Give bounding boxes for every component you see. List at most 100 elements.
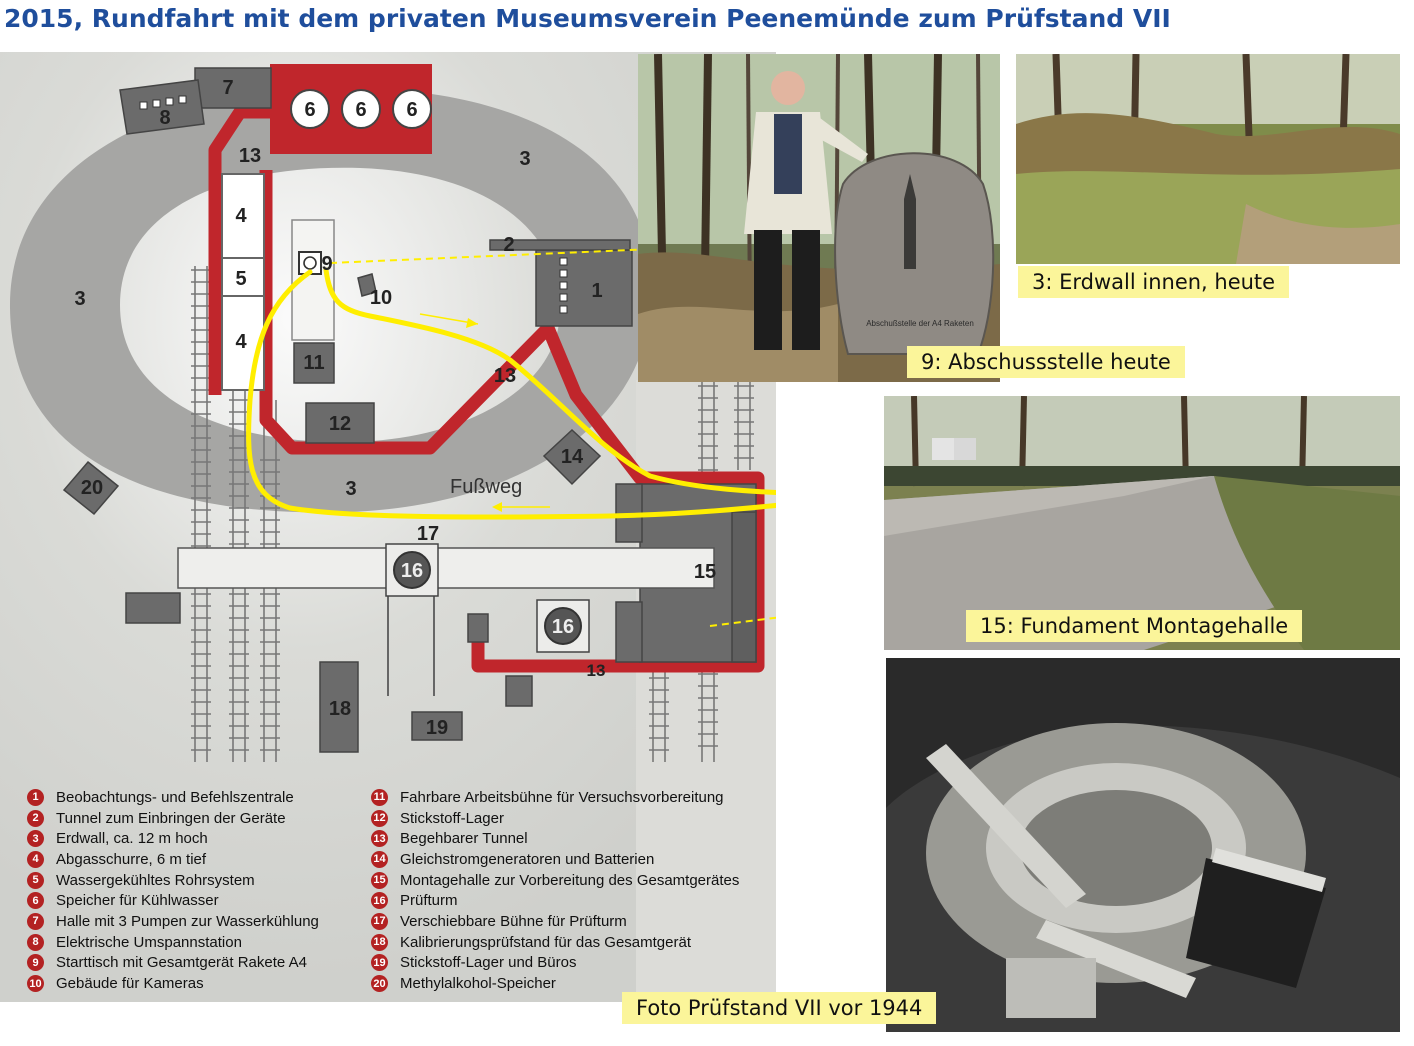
- legend-item-19: 19 Stickstoff-Lager und Büros: [371, 953, 739, 974]
- photo-aerial-1944: [886, 658, 1400, 1032]
- legend-number-badge: 20: [371, 975, 388, 993]
- water-tanks: [290, 89, 432, 129]
- legend-number-badge: 9: [27, 954, 44, 972]
- platform-track-17: [177, 547, 715, 589]
- caption-abschuss: 9: Abschussstelle heute: [907, 346, 1185, 378]
- legend-number-badge: 13: [371, 830, 388, 848]
- legend-item-text: Begehbarer Tunnel: [400, 830, 528, 848]
- legend-number-badge: 2: [27, 809, 44, 827]
- legend-item-15: 15 Montagehalle zur Vorbereitung des Gesa…: [371, 870, 739, 891]
- label-5: 5: [235, 268, 246, 290]
- legend-item-text: Montagehalle zur Vorbereitung des Gesamt…: [400, 871, 740, 889]
- legend-item-12: 12 Stickstoff-Lager: [371, 808, 739, 829]
- earth-wall-ring: [9, 87, 652, 513]
- page-title: 2015, Rundfahrt mit dem privaten Museums…: [4, 4, 1171, 33]
- legend-number-badge: 19: [371, 954, 388, 972]
- legend-item-text: Stickstoff-Lager und Büros: [400, 954, 577, 972]
- legend-number-badge: 7: [27, 912, 44, 930]
- label-6c: 6: [406, 99, 417, 121]
- legend-item-17: 17 Verschiebbare Bühne für Prüfturm: [371, 911, 739, 932]
- legend-item-text: Prüfturm: [400, 892, 458, 910]
- legend-item-14: 14 Gleichstromgeneratoren und Batterien: [371, 849, 739, 870]
- footpath-route: [246, 267, 776, 520]
- label-6b: 6: [355, 99, 366, 121]
- legend-item-5: 5 Wassergekühltes Rohrsystem: [27, 870, 319, 891]
- legend-item-text: Starttisch mit Gesamtgerät Rakete A4: [56, 954, 307, 972]
- legend-number-badge: 17: [371, 912, 388, 930]
- label-19: 19: [426, 717, 448, 739]
- label-10: 10: [370, 287, 392, 309]
- stone-inscription: Abschußstelle der A4 Raketen: [866, 319, 974, 328]
- label-18: 18: [329, 698, 351, 720]
- label-15: 15: [694, 561, 716, 583]
- legend-item-8: 8 Elektrische Umspannstation: [27, 932, 319, 953]
- legend-item-text: Beobachtungs- und Befehlszentrale: [56, 788, 294, 806]
- legend-item-text: Gleichstromgeneratoren und Batterien: [400, 850, 655, 868]
- legend-item-text: Tunnel zum Einbringen der Geräte: [56, 809, 286, 827]
- legend-item-text: Verschiebbare Bühne für Prüfturm: [400, 912, 627, 930]
- label-12: 12: [329, 413, 351, 435]
- caption-foto: Foto Prüfstand VII vor 1944: [622, 992, 937, 1024]
- legend-item-text: Kalibrierungsprüfstand für das Gesamtger…: [400, 933, 691, 951]
- legend-number-badge: 16: [371, 892, 388, 910]
- label-13c: 13: [587, 661, 606, 680]
- caption-fundament: 15: Fundament Montagehalle: [966, 610, 1303, 642]
- legend-item-3: 3 Erdwall, ca. 12 m hoch: [27, 828, 319, 849]
- legend-item-text: Speicher für Kühlwasser: [56, 892, 219, 910]
- legend-number-badge: 8: [27, 933, 44, 951]
- label-3a: 3: [519, 148, 530, 170]
- label-17: 17: [417, 523, 439, 545]
- rail-ties: [191, 269, 754, 751]
- label-13b: 13: [494, 365, 516, 387]
- label-1: 1: [591, 280, 602, 302]
- legend-right: 11 Fahrbare Arbeitsbühne für Versuchsvorb…: [371, 787, 739, 994]
- legend-number-badge: 18: [371, 933, 388, 951]
- legend-item-text: Wassergekühltes Rohrsystem: [56, 871, 255, 889]
- legend-item-11: 11 Fahrbare Arbeitsbühne für Versuchsvorb…: [371, 787, 739, 808]
- legend-number-badge: 11: [371, 788, 388, 806]
- legend-item-text: Fahrbare Arbeitsbühne für Versuchsvorber…: [400, 788, 724, 806]
- label-footpath: Fußweg: [450, 476, 522, 498]
- legend-item-2: 2 Tunnel zum Einbringen der Geräte: [27, 808, 319, 829]
- legend-number-badge: 5: [27, 871, 44, 889]
- legend-number-badge: 3: [27, 830, 44, 848]
- label-6a: 6: [304, 99, 315, 121]
- label-13a: 13: [239, 145, 261, 167]
- legend-item-13: 13 Begehbarer Tunnel: [371, 828, 739, 849]
- legend-item-text: Erdwall, ca. 12 m hoch: [56, 830, 208, 848]
- label-3c: 3: [345, 478, 356, 500]
- legend-number-badge: 6: [27, 892, 44, 910]
- legend-item-16: 16 Prüfturm: [371, 890, 739, 911]
- legend-item-text: Stickstoff-Lager: [400, 809, 504, 827]
- legend-number-badge: 1: [27, 788, 44, 806]
- label-2: 2: [503, 234, 514, 256]
- legend-item-6: 6 Speicher für Kühlwasser: [27, 890, 319, 911]
- legend-number-badge: 12: [371, 809, 388, 827]
- label-4b: 4: [235, 331, 247, 353]
- legend-item-9: 9 Starttisch mit Gesamtgerät Rakete A4: [27, 953, 319, 974]
- label-4a: 4: [235, 205, 247, 227]
- photo-foundation-today: [884, 396, 1400, 650]
- legend-item-18: 18 Kalibrierungsprüfstand für das Gesamtg…: [371, 932, 739, 953]
- label-14: 14: [561, 446, 584, 468]
- photo-launch-site-today: Abschußstelle der A4 Raketen: [638, 54, 1000, 382]
- label-16b: 16: [552, 616, 574, 638]
- legend-number-badge: 14: [371, 850, 388, 868]
- legend-item-text: Abgasschurre, 6 m tief: [56, 850, 207, 868]
- label-11: 11: [303, 352, 324, 374]
- photo-earth-wall-today: [1016, 54, 1400, 264]
- legend-item-1: 1 Beobachtungs- und Befehlszentrale: [27, 787, 319, 808]
- label-16a: 16: [401, 560, 423, 582]
- label-9: 9: [321, 253, 332, 275]
- label-7: 7: [222, 77, 233, 99]
- legend-left: 1 Beobachtungs- und Befehlszentrale 2 Tunne…: [27, 787, 319, 994]
- legend-item-text: Elektrische Umspannstation: [56, 933, 242, 951]
- legend-number-badge: 15: [371, 871, 388, 889]
- label-3b: 3: [74, 288, 85, 310]
- label-20: 20: [81, 477, 103, 499]
- buildings: [62, 67, 757, 753]
